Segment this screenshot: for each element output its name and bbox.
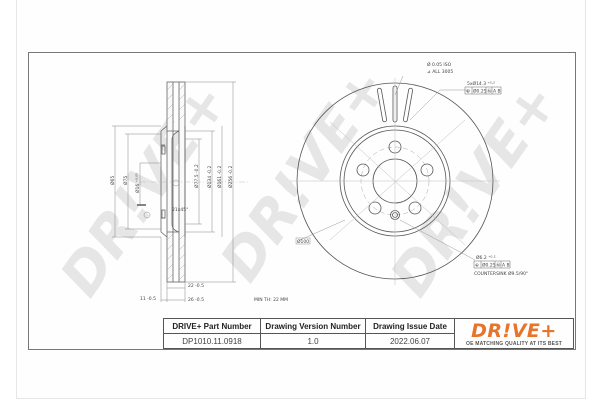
dim-label: Ø256 -0.2 xyxy=(227,166,234,188)
dim-label: 11 -0.5 xyxy=(140,296,156,302)
side-view-dimensions xyxy=(112,81,236,302)
drawing-frame xyxy=(28,52,576,350)
dim-label: Ø75 xyxy=(122,176,129,185)
brand-logo-cell: DR!VE+ OE MATCHING QUALITY AT ITS BEST xyxy=(454,318,574,349)
pcd-label: Ø100 xyxy=(297,238,309,245)
part-number-header: DRIVE+ Part Number xyxy=(163,318,261,334)
bolt-hole-callout: 5xØ14.3 ⁺⁰·² xyxy=(467,80,495,87)
brand-tagline: OE MATCHING QUALITY AT ITS BEST xyxy=(465,340,562,347)
svg-text:Ø0.25: Ø0.25 xyxy=(473,88,487,95)
dim-label: 22 -0.5 xyxy=(188,283,204,289)
dim-label: 21x45° xyxy=(172,207,188,213)
issue-date-header: Drawing Issue Date xyxy=(365,318,455,334)
front-view-centerlines xyxy=(290,78,500,285)
dim-label: Ø77.5 -0.2 xyxy=(193,164,200,188)
dim-label: Ø134 -0.2 xyxy=(206,166,213,188)
svg-text:DR!VE+: DR!VE+ xyxy=(208,56,401,293)
title-block: DRIVE+ Part Number Drawing Version Numbe… xyxy=(163,318,574,349)
pin-hole-callout: Ø6.2 ⁺⁰·² xyxy=(476,254,496,261)
surface-note: ⊿ ALL 3005 xyxy=(427,69,453,75)
dim-label: 26 -0.5 xyxy=(188,297,204,303)
dim-label: Ø16 ⁺⁰·⁰⁵ xyxy=(134,173,141,193)
bolt-tolerance-frame: ⊕ Ø0.25 Ⓜ A B xyxy=(464,86,502,95)
svg-text:Ⓜ: Ⓜ xyxy=(496,262,501,269)
version-header: Drawing Version Number xyxy=(260,318,366,334)
svg-text:A B: A B xyxy=(502,263,510,269)
version-value: 1.0 xyxy=(260,333,366,349)
surface-note: Ø 0.05 ISO xyxy=(427,61,452,68)
svg-text:⊕: ⊕ xyxy=(466,90,470,95)
issue-date-value: 2022.06.07 xyxy=(365,333,455,349)
countersink-note: COUNTERSINK Ø9.5/90° xyxy=(474,270,528,277)
drive-plus-logo: DR!VE+ xyxy=(471,319,557,342)
part-number-value: DP1010.11.0918 xyxy=(163,333,261,349)
svg-text:Ⓜ: Ⓜ xyxy=(487,88,492,95)
svg-text:A B: A B xyxy=(493,89,501,95)
svg-text:DR!VE+: DR!VE+ xyxy=(48,71,241,308)
min-thickness-label: MIN TH: 22 MM xyxy=(254,297,288,303)
dim-label: Ø161 -0.2 xyxy=(216,166,223,188)
svg-text:⊕: ⊕ xyxy=(475,264,479,269)
side-view-labels: Ø65 Ø75 Ø77.5 -0.2 Ø134 -0.2 Ø161 -0.2 Ø… xyxy=(109,164,288,303)
svg-text:Ø0.25: Ø0.25 xyxy=(482,262,496,269)
front-view-annotations: Ø 0.05 ISO ⊿ ALL 3005 5xØ14.3 ⁺⁰·² ⊕ Ø0.… xyxy=(295,61,528,277)
dim-label: Ø65 xyxy=(109,176,116,185)
pin-tolerance-frame: ⊕ Ø0.25 Ⓜ A B xyxy=(473,260,511,269)
